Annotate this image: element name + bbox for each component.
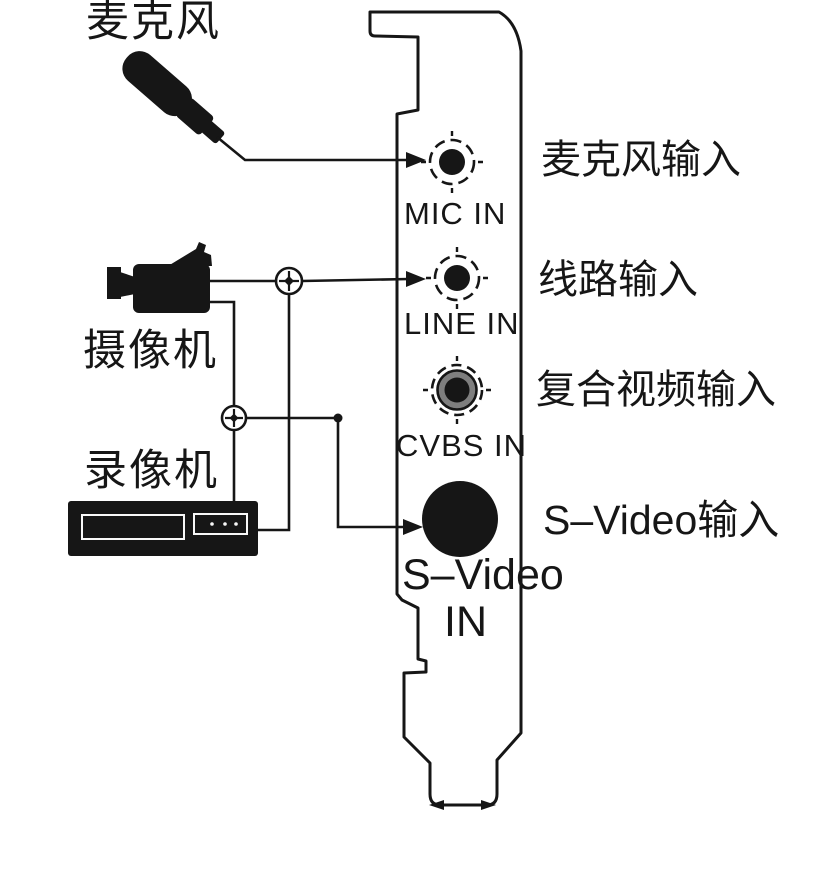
- label-microphone: 麦克风: [86, 0, 221, 46]
- port-label-cn-svideo-in: S–Video输入: [543, 497, 780, 543]
- camcorder-audio-wire: [209, 277, 410, 283]
- svideo-feed-wire: [336, 418, 406, 529]
- port-label-cn-cvbs-in: 复合视频输入: [536, 368, 776, 412]
- vcr-illustration: [68, 501, 258, 556]
- bracket-outline: [368, 10, 523, 807]
- arrow-svideo-in: [403, 519, 423, 535]
- arrow-line-in: [406, 271, 426, 287]
- label-vcr: 录像机: [84, 447, 219, 495]
- port-label-cn-mic-in: 麦克风输入: [541, 138, 741, 182]
- port-label-cn-line-in: 线路输入: [538, 258, 698, 302]
- port-silkscreen-line-in: LINE IN: [404, 306, 520, 341]
- port-silkscreen-cvbs-in: CVBS IN: [396, 428, 528, 463]
- mic-in-port: [421, 131, 483, 193]
- arrow-mic-in: [406, 152, 426, 168]
- camcorder-illustration: [107, 242, 212, 313]
- port-silkscreen-mic-in: MIC IN: [404, 196, 507, 231]
- mic-cable-wire: [216, 135, 409, 162]
- label-camcorder: 摄像机: [83, 327, 218, 375]
- vcr-audio-wire: [258, 294, 291, 532]
- rca-junction-2: [220, 404, 248, 432]
- bracket-bottom-arrow-right: [481, 800, 496, 810]
- cvbs-in-port: [423, 356, 491, 424]
- camcorder-video-wire: [209, 300, 236, 406]
- line-in-port: [426, 247, 488, 309]
- wire-node-dot: [333, 413, 343, 423]
- port-silkscreen-svideo-line2: IN: [444, 598, 487, 646]
- microphone-illustration: [122, 51, 225, 144]
- rca-junction-1: [274, 266, 304, 296]
- svideo-in-port: [422, 481, 498, 557]
- port-silkscreen-svideo-line1: S–Video: [402, 551, 564, 599]
- bracket-bottom-arrow-left: [429, 800, 444, 810]
